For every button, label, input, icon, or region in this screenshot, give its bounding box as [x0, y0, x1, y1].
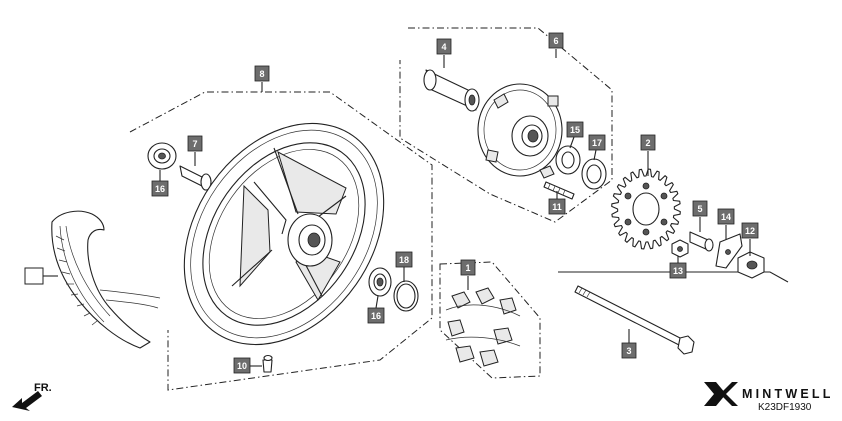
stud-bolt — [543, 181, 575, 200]
part-tag-p16a: 16 — [151, 180, 169, 197]
bearing-lower — [368, 267, 392, 297]
front-direction-arrow-icon — [12, 391, 42, 411]
part-number-label: 16 — [371, 311, 381, 321]
driven-sprocket — [611, 168, 681, 250]
part-number-label: 18 — [399, 255, 409, 265]
part-number-label: 8 — [259, 69, 264, 79]
wheel-boundary — [129, 91, 433, 391]
rear-wheel — [183, 122, 385, 346]
brand-name: MINTWELL — [742, 387, 834, 401]
part-tag-p3: 3 — [621, 342, 637, 359]
part-number-label: 17 — [592, 138, 602, 148]
sprocket-nut — [671, 239, 689, 258]
part-tag-p13: 13 — [669, 262, 687, 279]
part-number-label: 11 — [552, 202, 562, 212]
part-number-label: 1 — [465, 263, 470, 273]
rear-wheel-flange — [477, 83, 563, 179]
part-number-label: 13 — [673, 266, 683, 276]
part-tag-p8: 8 — [254, 65, 270, 82]
axle-sleeve — [423, 69, 480, 112]
mintwell-logo-icon — [704, 382, 738, 406]
oil-seal — [581, 158, 607, 190]
o-ring — [393, 280, 419, 312]
part-number-label: 5 — [697, 204, 702, 214]
sprocket-collar — [689, 231, 714, 252]
distance-collar — [179, 165, 212, 191]
part-number-label: 7 — [192, 139, 197, 149]
part-tag-p2: 2 — [640, 134, 656, 151]
part-number-label: 3 — [626, 346, 631, 356]
axle-nut — [737, 251, 765, 279]
lock-washer — [715, 233, 743, 269]
bearing-top — [147, 142, 177, 170]
part-number-label: 16 — [155, 184, 165, 194]
flange-bearing — [555, 145, 581, 175]
part-tag-p15: 15 — [566, 121, 584, 138]
part-tag-p5: 5 — [692, 200, 708, 217]
damper-rubber — [445, 287, 521, 367]
part-number-label: 6 — [553, 36, 558, 46]
part-tag-p1: 1 — [460, 259, 476, 276]
tire-valve — [262, 354, 273, 373]
part-number-label: 10 — [237, 361, 247, 371]
part-number-label: 2 — [645, 138, 650, 148]
diagram-code: K23DF1930 — [758, 402, 812, 413]
part-tag-p12: 12 — [741, 222, 759, 239]
part-tag-p6: 6 — [548, 32, 564, 49]
part-tag-p17: 17 — [588, 134, 606, 151]
part-number-label: 14 — [721, 212, 731, 222]
part-number-label: 15 — [570, 125, 580, 135]
part-tag-p11: 11 — [548, 198, 566, 215]
part-tag-p10: 10 — [233, 357, 251, 374]
part-number-label: 4 — [441, 42, 446, 52]
part-tag-p14: 14 — [717, 208, 735, 225]
part-tag-p18: 18 — [395, 251, 413, 268]
tire-part-box — [24, 267, 44, 285]
part-tag-p4: 4 — [436, 38, 452, 55]
part-tag-p7: 7 — [187, 135, 203, 152]
direction-label: FR. — [34, 382, 52, 394]
tire — [51, 210, 161, 349]
part-number-label: 12 — [745, 226, 755, 236]
part-tag-p16b: 16 — [367, 307, 385, 324]
rear-axle — [574, 285, 695, 355]
